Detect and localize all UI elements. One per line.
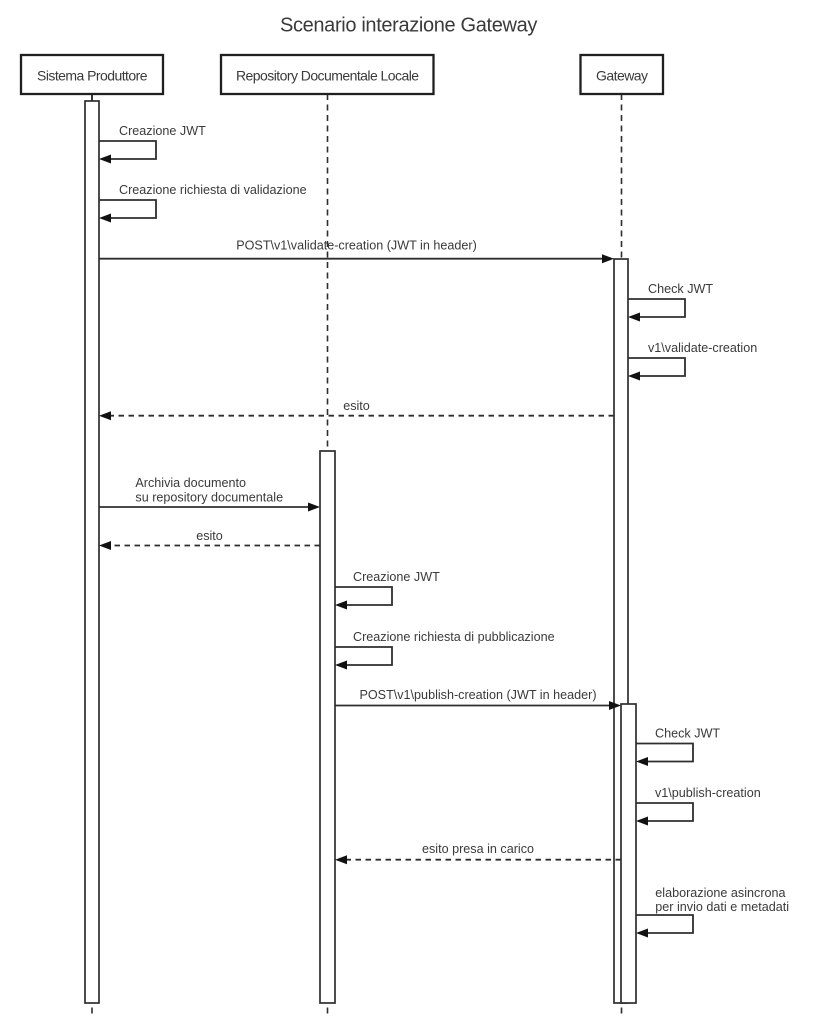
svg-text:POST\v1\validate-creation (JWT: POST\v1\validate-creation (JWT in header… [236,239,477,253]
svg-text:esito: esito [343,399,370,413]
svg-text:Archivia documento: Archivia documento [135,476,246,490]
svg-text:Creazione richiesta di pubblic: Creazione richiesta di pubblicazione [353,630,555,644]
svg-text:Check JWT: Check JWT [655,727,720,741]
svg-text:per invio dati e metadati: per invio dati e metadati [655,900,789,914]
svg-text:Creazione JWT: Creazione JWT [353,570,440,584]
svg-text:Gateway: Gateway [596,68,648,84]
svg-text:v1\validate-creation: v1\validate-creation [648,341,757,355]
svg-text:Repository Documentale Locale: Repository Documentale Locale [236,68,419,84]
svg-text:Creazione JWT: Creazione JWT [119,124,206,138]
svg-text:v1\publish-creation: v1\publish-creation [655,786,761,800]
svg-text:POST\v1\publish-creation (JWT: POST\v1\publish-creation (JWT in header) [359,688,596,702]
svg-text:Check JWT: Check JWT [648,282,713,296]
svg-text:esito: esito [196,529,223,543]
svg-text:Creazione richiesta di validaz: Creazione richiesta di validazione [119,183,307,197]
svg-text:elaborazione asincrona: elaborazione asincrona [655,886,785,900]
svg-text:Sistema Produttore: Sistema Produttore [37,68,148,84]
svg-text:su repository documentale: su repository documentale [135,491,283,505]
svg-text:esito presa in carico: esito presa in carico [422,842,534,856]
svg-text:Scenario interazione Gateway: Scenario interazione Gateway [280,15,537,37]
